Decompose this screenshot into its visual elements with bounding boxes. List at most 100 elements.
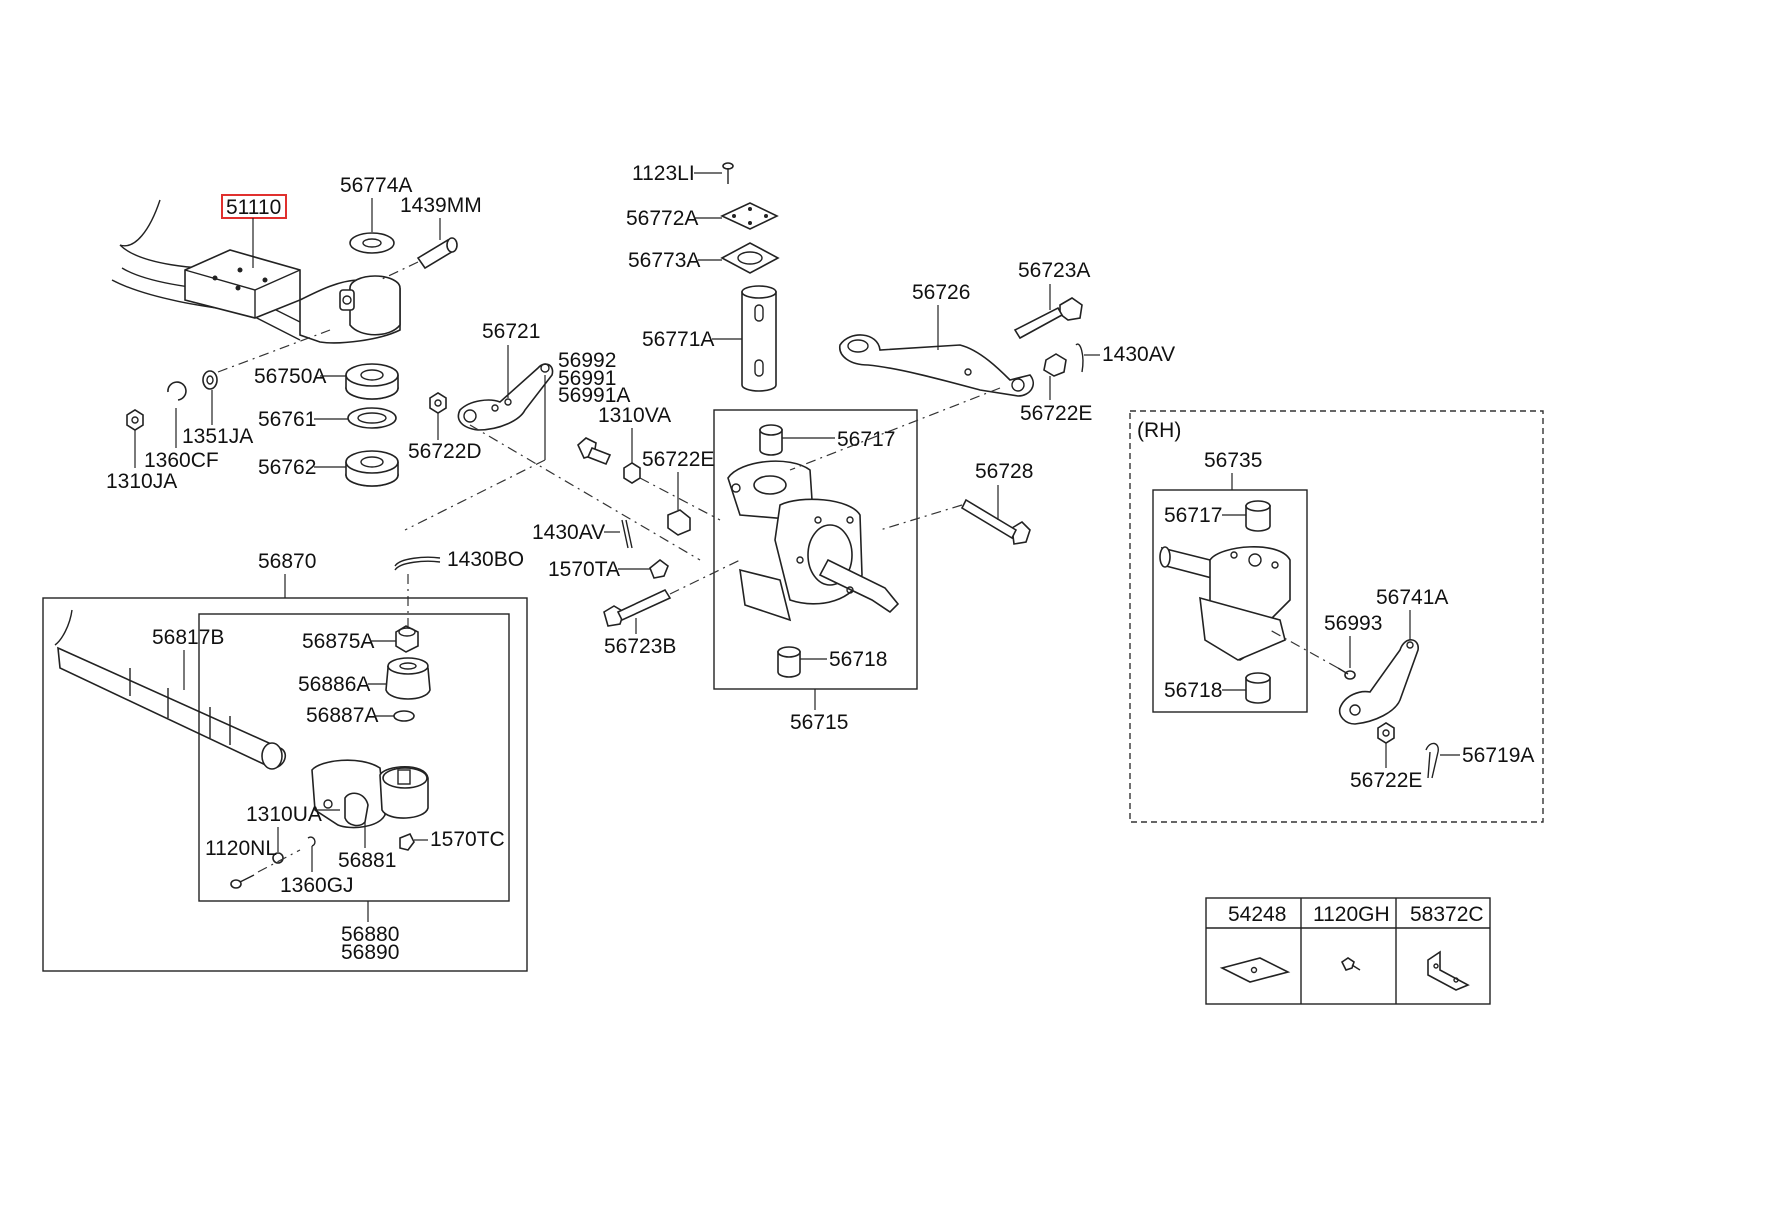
56887A-clip[interactable] [393, 710, 415, 722]
label-1360CF[interactable]: 1360CF [144, 449, 219, 472]
label-56722E-rh[interactable]: 56722E [1350, 769, 1422, 792]
label-1430AV-a[interactable]: 1430AV [532, 521, 605, 544]
56722D-nut[interactable] [429, 392, 447, 414]
label-1310JA[interactable]: 1310JA [106, 470, 177, 493]
56722E-nut-b[interactable] [1043, 353, 1067, 377]
1439MM-pin[interactable] [416, 237, 458, 270]
label-56762[interactable]: 56762 [258, 456, 316, 479]
label-56728[interactable]: 56728 [975, 460, 1033, 483]
56773A-gasket[interactable] [720, 242, 780, 274]
1360GJ-washer[interactable] [307, 836, 316, 847]
1430AV-cotter-pin[interactable] [621, 519, 633, 549]
label-56722D[interactable]: 56722D [408, 440, 482, 463]
label-1360GJ[interactable]: 1360GJ [280, 874, 354, 897]
56750A-bushing[interactable] [345, 363, 399, 400]
steering-knuckle[interactable] [727, 460, 900, 622]
label-56741A[interactable]: 56741A [1376, 586, 1448, 609]
1360CF-lock-washer[interactable] [167, 381, 187, 401]
56875A-nut[interactable] [395, 625, 419, 653]
1310VA-bolt[interactable] [577, 437, 612, 466]
label-56722E-a[interactable]: 56722E [642, 448, 714, 471]
label-56870[interactable]: 56870 [258, 550, 316, 573]
56728-bolt[interactable] [960, 498, 1031, 545]
label-56761[interactable]: 56761 [258, 408, 316, 431]
front-axle-beam[interactable] [111, 199, 401, 344]
56723A-bolt[interactable] [1013, 297, 1083, 340]
1570TA-nipple[interactable] [649, 558, 669, 579]
label-56890[interactable]: 56890 [341, 941, 399, 964]
56817B-tie-rod[interactable] [54, 609, 287, 770]
label-1351JA[interactable]: 1351JA [182, 425, 253, 448]
56722E-nut[interactable] [667, 509, 691, 536]
label-1439MM[interactable]: 1439MM [400, 194, 482, 217]
legend-table [1205, 897, 1491, 1005]
56723B-bolt[interactable] [603, 588, 672, 627]
label-1570TC[interactable]: 1570TC [430, 828, 505, 851]
label-rh[interactable]: (RH) [1137, 419, 1181, 442]
1310VA-nut[interactable] [623, 462, 641, 484]
56717-rh-bushing[interactable] [1245, 500, 1271, 532]
label-56726[interactable]: 56726 [912, 281, 970, 304]
1351JA-washer[interactable] [202, 370, 218, 390]
label-56991A[interactable]: 56991A [558, 384, 630, 407]
1123LI-screw[interactable] [722, 162, 734, 184]
label-56887A[interactable]: 56887A [306, 704, 378, 727]
label-1430AV-b[interactable]: 1430AV [1102, 343, 1175, 366]
label-56735[interactable]: 56735 [1204, 449, 1262, 472]
56717-bushing[interactable] [759, 424, 783, 456]
label-1310VA[interactable]: 1310VA [598, 404, 671, 427]
56741A-steering-arm[interactable] [1338, 639, 1419, 725]
label-56718[interactable]: 56718 [829, 648, 887, 671]
rh-steering-knuckle[interactable] [1159, 546, 1291, 661]
56719A-cotter-pin[interactable] [1425, 742, 1439, 779]
label-1120NL[interactable]: 1120NL [205, 837, 277, 860]
1120NL-bolt[interactable] [230, 874, 255, 889]
label-1123LI[interactable]: 1123LI [632, 162, 695, 185]
56718-rh-bushing[interactable] [1245, 672, 1271, 704]
label-56817B[interactable]: 56817B [152, 626, 224, 649]
56886A-boot[interactable] [385, 657, 431, 700]
legend-header-58372C: 58372C [1410, 903, 1484, 926]
56762-bushing[interactable] [345, 450, 399, 487]
label-56772A[interactable]: 56772A [626, 207, 698, 230]
56881-tie-rod-end[interactable] [311, 759, 429, 829]
1310JA-nut[interactable] [126, 409, 144, 431]
56772A-cover[interactable] [720, 202, 779, 230]
label-56771A[interactable]: 56771A [642, 328, 714, 351]
label-1430BO[interactable]: 1430BO [447, 548, 524, 571]
label-56723A[interactable]: 56723A [1018, 259, 1090, 282]
56774A-washer[interactable] [349, 232, 395, 254]
label-56717[interactable]: 56717 [837, 428, 895, 451]
label-51110[interactable]: 51110 [226, 196, 281, 219]
label-56774A[interactable]: 56774A [340, 174, 412, 197]
label-56721[interactable]: 56721 [482, 320, 540, 343]
1430BO-cotter-pin[interactable] [394, 556, 441, 571]
label-56717-rh[interactable]: 56717 [1164, 504, 1222, 527]
56718-bushing[interactable] [777, 646, 801, 678]
1430AV-cotter-pin-b[interactable] [1075, 343, 1084, 373]
label-56881[interactable]: 56881 [338, 849, 396, 872]
56771A-kingpin[interactable] [741, 285, 777, 392]
label-56715[interactable]: 56715 [790, 711, 848, 734]
label-56750A[interactable]: 56750A [254, 365, 326, 388]
label-56718-rh[interactable]: 56718 [1164, 679, 1222, 702]
label-56886A[interactable]: 56886A [298, 673, 370, 696]
label-56773A[interactable]: 56773A [628, 249, 700, 272]
label-56992[interactable]: 56992 [558, 349, 616, 372]
label-56723B[interactable]: 56723B [604, 635, 676, 658]
1570TC-nipple[interactable] [399, 832, 415, 851]
label-56722E-b[interactable]: 56722E [1020, 402, 1092, 425]
label-56991[interactable]: 56991 [558, 367, 616, 390]
label-1310UA[interactable]: 1310UA [246, 803, 322, 826]
56993-bolt[interactable] [1337, 667, 1356, 680]
56721-steering-arm[interactable] [457, 363, 554, 431]
label-56719A[interactable]: 56719A [1462, 744, 1534, 767]
56722E-rh-nut[interactable] [1377, 722, 1395, 744]
label-56993[interactable]: 56993 [1324, 612, 1382, 635]
label-56880[interactable]: 56880 [341, 923, 399, 946]
56761-shim[interactable] [347, 407, 397, 429]
highlight-box [221, 194, 287, 219]
label-56875A[interactable]: 56875A [302, 630, 374, 653]
56726-steering-arm[interactable] [839, 334, 1034, 397]
label-1570TA[interactable]: 1570TA [548, 558, 620, 581]
